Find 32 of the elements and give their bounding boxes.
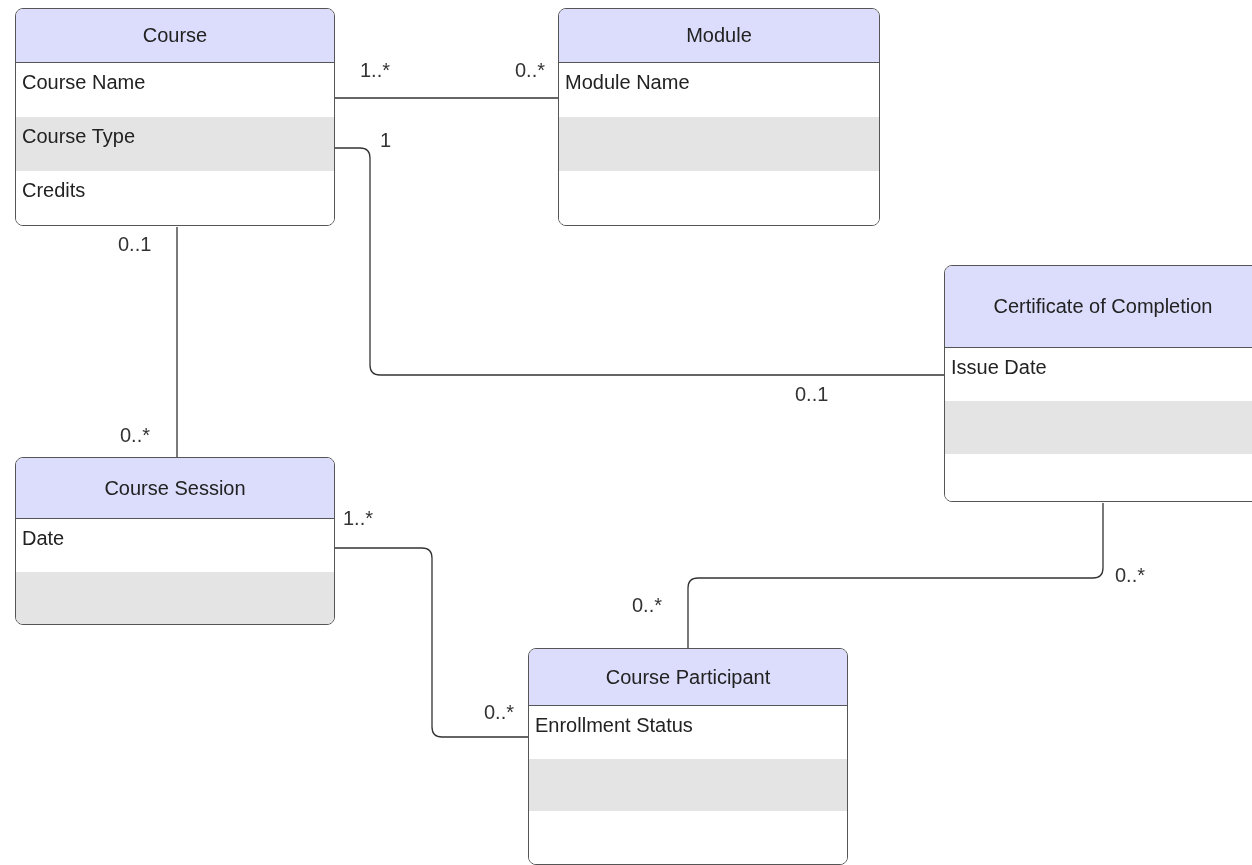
- class-name: Course Session: [104, 475, 246, 501]
- class-box: [944, 265, 1252, 502]
- attribute-text: Course Type: [22, 124, 136, 149]
- multiplicity-label: 1..*: [343, 506, 374, 530]
- attribute-text: Date: [22, 526, 65, 551]
- class-name: Course Participant: [605, 664, 771, 690]
- multiplicity-label: 0..1: [795, 382, 829, 406]
- class-box: [558, 8, 880, 226]
- association-line: [687, 502, 1104, 649]
- class-box: [528, 648, 848, 865]
- class-name: Module: [686, 23, 752, 48]
- association-line: [334, 147, 945, 376]
- multiplicity-label: 0..*: [484, 700, 515, 724]
- attribute-text: Module Name: [565, 70, 690, 95]
- class-box: [15, 457, 335, 625]
- multiplicity-label: 0..*: [1115, 563, 1146, 587]
- association-line: [176, 226, 178, 458]
- class-box: [15, 8, 335, 226]
- association-line: [334, 97, 559, 99]
- attribute-text: Credits: [22, 178, 86, 203]
- multiplicity-label: 0..1: [118, 232, 152, 256]
- class-name: Certificate of Completion: [993, 294, 1213, 319]
- multiplicity-label: 0..*: [515, 58, 546, 82]
- multiplicity-label: 0..*: [120, 423, 151, 447]
- multiplicity-label: 1: [380, 128, 392, 152]
- multiplicity-label: 1..*: [360, 58, 391, 82]
- multiplicity-label: 0..*: [632, 593, 663, 617]
- attribute-text: Enrollment Status: [535, 713, 693, 738]
- association-line: [334, 547, 529, 738]
- attribute-text: Course Name: [22, 70, 146, 95]
- attribute-text: Issue Date: [951, 355, 1047, 380]
- class-name: Course: [142, 23, 208, 48]
